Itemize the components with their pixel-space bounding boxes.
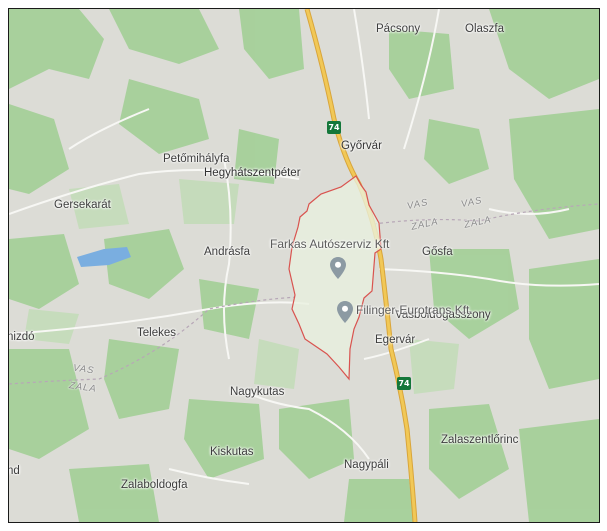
town-label[interactable]: Vasboldogasszony xyxy=(395,309,491,321)
town-label[interactable]: Telekes xyxy=(137,327,176,339)
town-label[interactable]: nd xyxy=(8,465,20,477)
town-label[interactable]: Petőmihályfa xyxy=(163,153,230,165)
map-pin-icon[interactable] xyxy=(330,257,346,279)
town-label[interactable]: Pácsony xyxy=(376,23,421,35)
map-view[interactable]: 74 74 Pácsony Olaszfa Győrvár Petőmihály… xyxy=(8,8,600,523)
map-base xyxy=(9,9,599,522)
town-label[interactable]: Zalaszentlőrinc xyxy=(441,434,519,446)
light-vegetation xyxy=(24,179,459,394)
town-label[interactable]: Zalaboldogfa xyxy=(121,479,188,491)
route-74-shield: 74 xyxy=(397,377,411,390)
town-label[interactable]: Kiskutas xyxy=(210,446,254,458)
town-label[interactable]: Hegyhátszentpéter xyxy=(204,167,301,179)
map-pin-icon[interactable] xyxy=(337,301,353,323)
highway xyxy=(305,9,417,522)
town-label[interactable]: Nagykutas xyxy=(230,386,285,398)
town-label[interactable]: Gősfa xyxy=(422,246,453,258)
forest-areas xyxy=(9,9,599,522)
place-label-filinger[interactable]: Filinger-Eurotrans Kft. xyxy=(356,303,473,317)
county-border xyxy=(9,203,599,385)
route-74-shield: 74 xyxy=(327,121,341,134)
town-label[interactable]: Nagypáli xyxy=(344,459,389,471)
town-label[interactable]: Andrásfa xyxy=(204,246,251,258)
municipality-boundary xyxy=(288,175,382,381)
town-label[interactable]: Olaszfa xyxy=(465,23,504,35)
town-label[interactable]: nizdó xyxy=(8,331,35,343)
lake xyxy=(77,247,131,267)
town-label[interactable]: Gersekarát xyxy=(54,199,111,211)
town-label[interactable]: Győrvár xyxy=(341,140,382,152)
town-label[interactable]: Egervár xyxy=(375,334,416,346)
minor-roads xyxy=(9,9,599,485)
place-label-farkas[interactable]: Farkas Autószerviz Kft xyxy=(270,237,390,251)
